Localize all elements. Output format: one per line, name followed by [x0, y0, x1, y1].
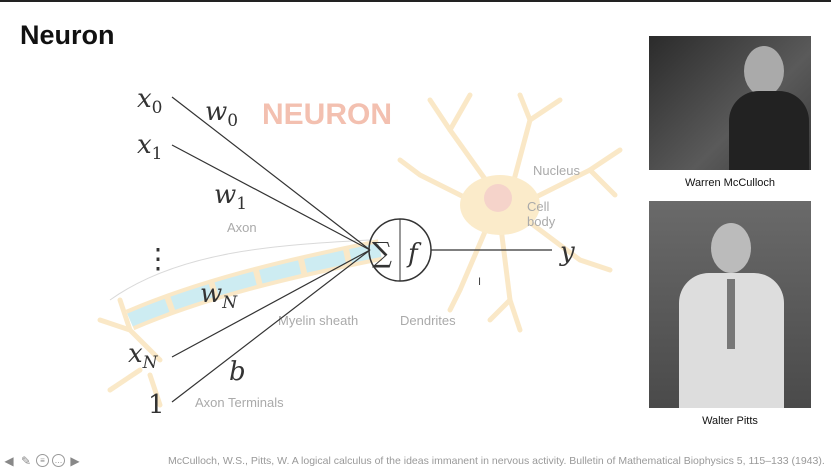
weight-wN: wN [200, 279, 238, 313]
label-nucleus: Nucleus [533, 163, 580, 178]
slide-title: Neuron [20, 20, 115, 50]
more-icon[interactable]: … [52, 454, 65, 467]
weight-w0: w0 [205, 97, 238, 131]
caption-pitts: Walter Pitts [702, 415, 758, 427]
pen-icon[interactable]: ✎ [20, 454, 32, 468]
output-y: y [559, 237, 575, 267]
label-myelin: Myelin sheath [278, 313, 358, 328]
weight-w1: w1 [214, 180, 247, 214]
photo-mcculloch [649, 36, 811, 170]
text-cursor-icon: I [478, 276, 481, 288]
neuron-watermark: NEURON [262, 98, 392, 131]
citation: McCulloch, W.S., Pitts, W. A logical cal… [168, 455, 825, 467]
sum-symbol: ∑ [372, 236, 392, 269]
input-x1: x1 [137, 130, 163, 164]
input-x0: x0 [137, 84, 163, 118]
input-xN: xN [128, 339, 159, 373]
ellipsis-dots: ⋮ [144, 243, 172, 274]
neuron-node: ∑ f [368, 218, 432, 282]
label-cell: Cell [527, 199, 550, 214]
activation-f: f [406, 239, 422, 269]
arrow-right-icon[interactable]: ▶ [70, 454, 80, 468]
label-body: body [527, 214, 556, 229]
input-bias-1: 1 [148, 390, 165, 420]
label-dendrites: Dendrites [400, 313, 456, 328]
neuron-illustration [97, 92, 623, 408]
photo-pitts [649, 201, 811, 408]
label-axon-terminals: Axon Terminals [195, 395, 284, 410]
slide-navigation: ◀ ✎ ≡ … ▶ [2, 454, 82, 468]
input-edges [171, 96, 552, 403]
label-axon: Axon [227, 220, 257, 235]
menu-icon[interactable]: ≡ [36, 454, 49, 467]
arrow-left-icon[interactable]: ◀ [4, 454, 14, 468]
bias-b: b [229, 357, 246, 387]
caption-mcculloch: Warren McCulloch [684, 177, 776, 189]
top-border [0, 0, 831, 2]
